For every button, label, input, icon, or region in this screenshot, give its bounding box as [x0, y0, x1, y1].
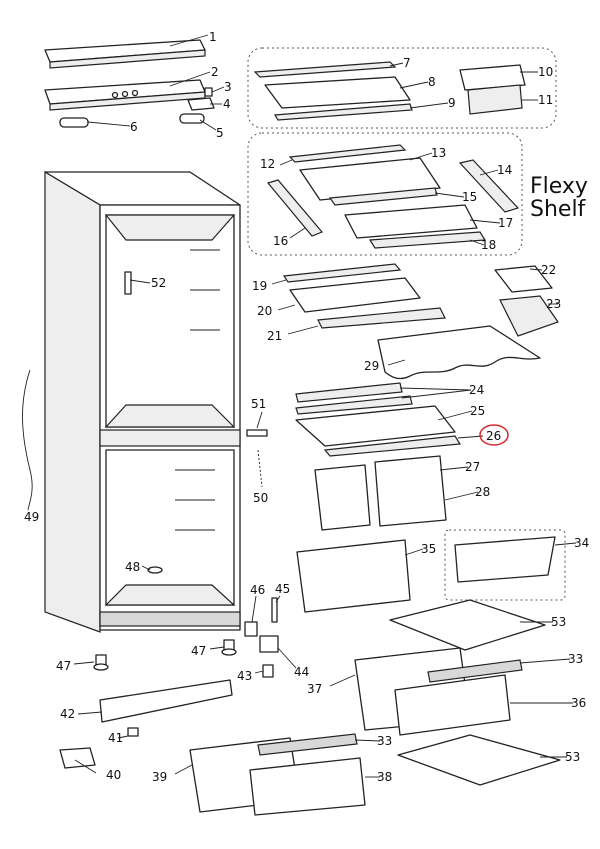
part-shelf-19-21[interactable]	[282, 263, 446, 329]
label-48: 48	[125, 560, 140, 574]
label-40: 40	[106, 768, 121, 782]
part-drawer-35[interactable]	[296, 539, 411, 613]
label-34: 34	[574, 536, 589, 550]
label-26: 26	[486, 429, 501, 443]
label-10: 10	[538, 65, 553, 79]
label-15: 15	[462, 190, 477, 204]
part-46-45-44-43[interactable]	[244, 597, 279, 678]
part-40[interactable]	[59, 747, 96, 769]
label-37: 37	[307, 682, 322, 696]
label-53-b: 53	[565, 750, 580, 764]
label-4: 4	[223, 97, 231, 111]
label-12: 12	[260, 157, 275, 171]
label-44: 44	[294, 665, 309, 679]
label-27: 27	[465, 460, 480, 474]
part-number-labels: 1 2 3 4 5 6 7 8 9 10 11 12 13 14 15 16 1…	[24, 30, 589, 784]
label-21: 21	[267, 329, 282, 343]
part-52[interactable]	[124, 271, 132, 295]
label-50: 50	[253, 491, 268, 505]
label-3: 3	[224, 80, 232, 94]
part-22-23[interactable]	[494, 265, 559, 337]
leader-lines	[73, 34, 577, 778]
label-33-b: 33	[377, 734, 392, 748]
label-47-b: 47	[191, 644, 206, 658]
part-drawer-38-39-33[interactable]	[189, 733, 366, 816]
label-7: 7	[403, 56, 411, 70]
part-drawer-36-37-33[interactable]	[354, 647, 523, 736]
label-8: 8	[428, 75, 436, 89]
label-29: 29	[364, 359, 379, 373]
label-41: 41	[108, 731, 123, 745]
label-46: 46	[250, 583, 265, 597]
part-shelf-24-26[interactable]	[295, 382, 462, 457]
part-flexy-12-18[interactable]	[266, 144, 520, 249]
label-22: 22	[541, 263, 556, 277]
label-39: 39	[152, 770, 167, 784]
part-48[interactable]	[147, 566, 163, 574]
label-9: 9	[448, 96, 456, 110]
label-52: 52	[151, 276, 166, 290]
label-18: 18	[481, 238, 496, 252]
flexy-shelf-title-line1: Flexy	[530, 174, 588, 199]
label-49: 49	[24, 510, 39, 524]
label-14: 14	[497, 163, 512, 177]
part-34[interactable]	[454, 536, 556, 583]
flexy-shelf-title-line2: Shelf	[530, 197, 587, 222]
label-2: 2	[211, 65, 219, 79]
group-box-flexy-shelf	[247, 132, 523, 256]
part-crispers-27-28[interactable]	[314, 455, 447, 531]
label-33-a: 33	[568, 652, 583, 666]
part-gasket-49[interactable]	[22, 369, 33, 511]
label-13: 13	[431, 146, 446, 160]
part-top-panel-1[interactable]	[44, 39, 206, 69]
group-box-34	[444, 529, 566, 601]
part-shelf-7-8-9[interactable]	[253, 61, 413, 121]
label-36: 36	[571, 696, 586, 710]
label-17: 17	[498, 216, 513, 230]
label-47-a: 47	[56, 659, 71, 673]
label-53-a: 53	[551, 615, 566, 629]
label-28: 28	[475, 485, 490, 499]
part-feet-47[interactable]	[93, 639, 237, 671]
label-19: 19	[252, 279, 267, 293]
label-6: 6	[130, 120, 138, 134]
label-38: 38	[377, 770, 392, 784]
label-11: 11	[538, 93, 553, 107]
part-cabinet[interactable]	[44, 170, 241, 633]
label-16: 16	[273, 234, 288, 248]
label-25: 25	[470, 404, 485, 418]
part-box-10-11[interactable]	[459, 64, 526, 115]
label-20: 20	[257, 304, 272, 318]
part-51[interactable]	[246, 429, 268, 437]
label-43: 43	[237, 669, 252, 683]
part-small-3-4-5-6[interactable]	[59, 87, 215, 128]
part-bottle-rack-29[interactable]	[377, 325, 541, 380]
label-42: 42	[60, 707, 75, 721]
label-35: 35	[421, 542, 436, 556]
group-box-top	[247, 47, 557, 129]
part-kickplate-42[interactable]	[99, 679, 233, 737]
label-5: 5	[216, 126, 224, 140]
label-24: 24	[469, 383, 484, 397]
highlighted-part-26[interactable]: 26	[479, 424, 509, 446]
label-51: 51	[251, 397, 266, 411]
part-control-panel-2[interactable]	[44, 79, 206, 111]
label-45: 45	[275, 582, 290, 596]
label-23: 23	[546, 297, 561, 311]
part-grids-53[interactable]	[389, 599, 561, 786]
label-1: 1	[209, 30, 217, 44]
